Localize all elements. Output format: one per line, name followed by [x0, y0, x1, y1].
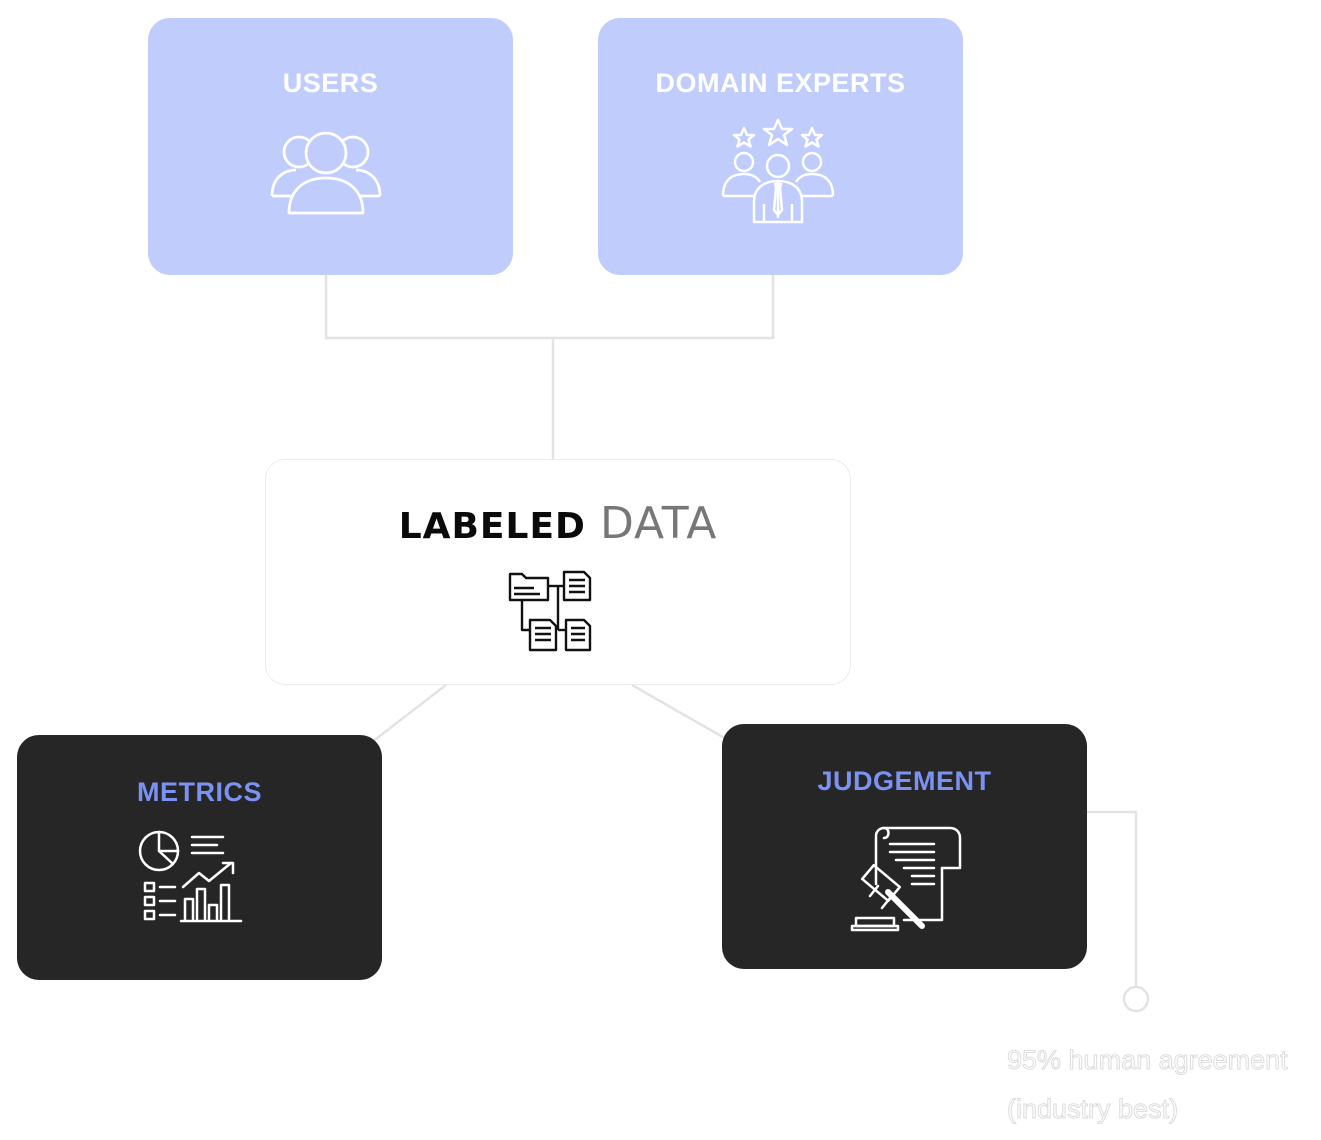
analytics-dashboard-icon	[138, 830, 243, 923]
judgement-box: JUDGEMENT	[722, 724, 1087, 969]
connector-data-to-judgement	[631, 683, 729, 742]
domain-experts-title: DOMAIN EXPERTS	[655, 68, 906, 98]
domain-experts-box: DOMAIN EXPERTS	[598, 18, 963, 275]
connector-experts-to-data	[553, 275, 775, 340]
labeled-data-box: LABELED DATA	[265, 459, 851, 685]
connector-judgement-to-note	[1087, 810, 1138, 987]
labeled-title-light: DATA	[599, 498, 718, 549]
expert-team-stars-icon	[721, 118, 835, 224]
gavel-document-icon	[850, 826, 962, 932]
agreement-note: 95% human agreement (industry best)	[1007, 1036, 1317, 1134]
users-title: USERS	[282, 68, 379, 98]
labeled-data-title: LABELED DATA	[266, 498, 850, 549]
users-box: USERS	[148, 18, 513, 275]
file-hierarchy-icon	[508, 570, 592, 652]
metrics-title: METRICS	[137, 777, 262, 807]
connector-data-to-metrics	[371, 684, 447, 743]
metrics-box: METRICS	[17, 735, 382, 980]
labeled-title-strong: LABELED	[398, 506, 586, 547]
note-line-1: 95% human agreement	[1007, 1045, 1289, 1076]
note-marker-dot	[1122, 985, 1150, 1013]
note-line-2: (industry best)	[1007, 1094, 1179, 1125]
users-group-icon	[270, 131, 382, 215]
connector-users-to-data	[324, 275, 555, 459]
judgement-title: JUDGEMENT	[817, 766, 992, 796]
